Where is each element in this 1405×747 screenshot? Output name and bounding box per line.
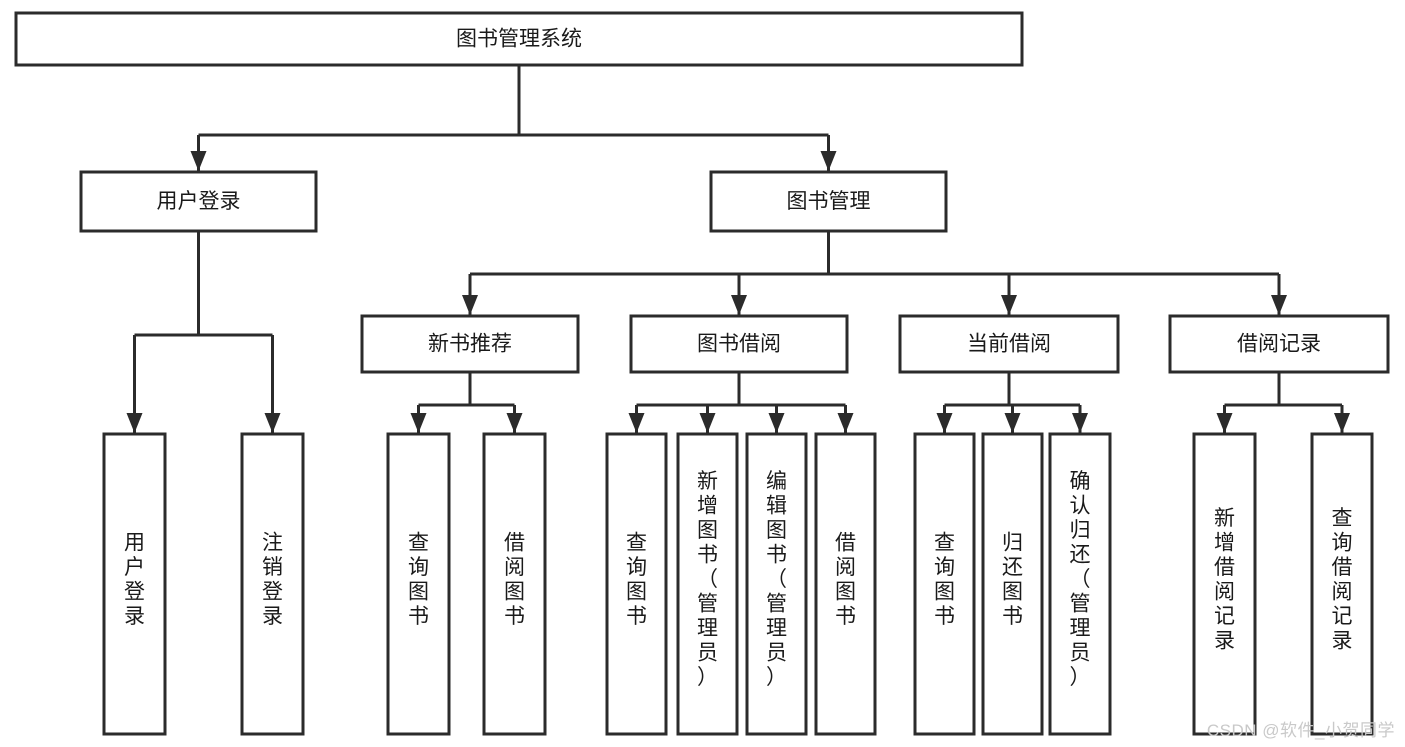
node-book-management[interactable]: 图书管理 (709, 170, 948, 233)
node-label: 查询借阅记录 (1332, 507, 1353, 653)
node-leaf-query-borrow-record[interactable]: 查询借阅记录 (1310, 432, 1374, 736)
node-label: 查询图书 (626, 531, 647, 628)
node-leaf-query-books-borrow[interactable]: 查询图书 (605, 432, 668, 736)
node-leaf-borrow-books-rec[interactable]: 借阅图书 (482, 432, 547, 736)
node-label: 查询图书 (934, 531, 955, 628)
node-current-borrow[interactable]: 当前借阅 (898, 314, 1120, 374)
arrow-head-icon (820, 151, 837, 171)
node-label: 图书管理系统 (456, 28, 582, 51)
arrow-head-icon (699, 413, 716, 433)
edge-group-new-book-recommend (410, 372, 523, 433)
node-leaf-return-book[interactable]: 归还图书 (981, 432, 1044, 736)
node-label: 借阅图书 (835, 531, 856, 628)
node-leaf-logout-login[interactable]: 注销登录 (240, 432, 305, 736)
node-leaf-query-books-current[interactable]: 查询图书 (913, 432, 976, 736)
node-label: 用户登录 (157, 190, 241, 213)
node-label: 查询图书 (408, 531, 429, 628)
node-label: 新书推荐 (428, 333, 512, 356)
arrow-head-icon (936, 413, 953, 433)
node-label: 图书管理 (787, 190, 871, 213)
arrow-head-icon (768, 413, 785, 433)
arrow-head-icon (1271, 295, 1287, 315)
node-new-book-recommend[interactable]: 新书推荐 (360, 314, 580, 374)
edge-group-user-login (126, 231, 281, 433)
node-user-login[interactable]: 用户登录 (79, 170, 318, 233)
node-label: 归还图书 (1002, 531, 1023, 628)
arrow-head-icon (1072, 413, 1088, 433)
node-label: 编辑图书（管理员） (766, 470, 787, 689)
edge-group-current-borrow (936, 372, 1088, 433)
arrow-head-icon (126, 413, 143, 433)
arrow-head-icon (1216, 413, 1233, 433)
arrow-head-icon (264, 413, 281, 433)
arrow-head-icon (1334, 413, 1350, 433)
node-label: 借阅记录 (1237, 333, 1321, 356)
arrow-head-icon (1001, 295, 1017, 315)
arrow-head-icon (410, 413, 427, 433)
nodes-layer: 图书管理系统用户登录图书管理新书推荐图书借阅当前借阅借阅记录用户登录注销登录查询… (14, 11, 1390, 736)
edge-group-book-borrow (628, 372, 854, 433)
arrow-head-icon (462, 295, 478, 315)
node-leaf-user-login[interactable]: 用户登录 (102, 432, 167, 736)
arrow-head-icon (731, 295, 747, 315)
node-leaf-edit-book-admin[interactable]: 编辑图书（管理员） (745, 432, 808, 736)
node-label: 借阅图书 (504, 531, 525, 628)
arrow-head-icon (1004, 413, 1021, 433)
node-label: 当前借阅 (967, 333, 1051, 356)
node-borrow-records[interactable]: 借阅记录 (1168, 314, 1390, 374)
arrow-head-icon (628, 413, 645, 433)
arrow-head-icon (837, 413, 854, 433)
node-leaf-add-borrow-record[interactable]: 新增借阅记录 (1192, 432, 1257, 736)
node-leaf-confirm-return-admin[interactable]: 确认归还（管理员） (1048, 432, 1112, 736)
node-leaf-query-books-rec[interactable]: 查询图书 (386, 432, 451, 736)
node-root[interactable]: 图书管理系统 (14, 11, 1024, 67)
node-leaf-add-book-admin[interactable]: 新增图书（管理员） (676, 432, 739, 736)
node-label: 确认归还（管理员） (1070, 470, 1091, 689)
node-label: 注销登录 (262, 531, 283, 628)
connectors-layer (126, 65, 1350, 433)
edge-group-borrow-records (1216, 372, 1350, 433)
arrow-head-icon (190, 151, 207, 171)
edge-group-book-management (462, 231, 1287, 315)
edge-group-root (190, 65, 837, 171)
node-label: 用户登录 (124, 531, 145, 628)
node-label: 新增借阅记录 (1214, 507, 1235, 653)
node-label: 图书借阅 (697, 333, 781, 356)
node-leaf-borrow-book[interactable]: 借阅图书 (814, 432, 877, 736)
node-book-borrow[interactable]: 图书借阅 (629, 314, 849, 374)
csdn-watermark: CSDN @软件_小贺同学 (1206, 721, 1395, 740)
arrow-head-icon (506, 413, 523, 433)
node-label: 新增图书（管理员） (697, 470, 718, 689)
